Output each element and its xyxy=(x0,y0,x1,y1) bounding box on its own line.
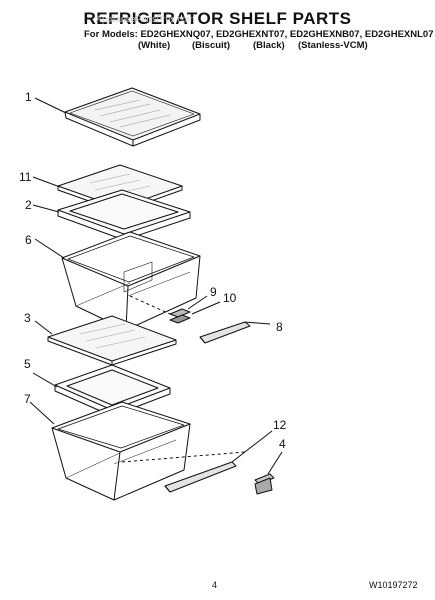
part-3-glass-insert xyxy=(47,315,177,366)
page-title: REFRIGERATOR SHELF PARTS xyxy=(83,9,352,28)
leader-1 xyxy=(34,97,67,114)
callout-8: 8 xyxy=(276,320,283,334)
leader-2 xyxy=(32,204,60,213)
finish-white: (White) xyxy=(138,40,171,51)
finish-stainless: (Stanless-VCM) xyxy=(298,40,368,51)
leader-3 xyxy=(34,320,53,335)
leader-11 xyxy=(32,176,61,188)
callout-11: 11 xyxy=(19,170,32,184)
finish-row: (White) (Biscuit) (Black) (Stanless-VCM) xyxy=(0,40,435,52)
part-8-rail xyxy=(199,321,251,344)
part-12-rail xyxy=(164,461,237,493)
page-number: 4 xyxy=(212,580,218,590)
dashed-guide-1 xyxy=(129,295,171,315)
part-9-10-clip xyxy=(169,308,191,324)
dashed-guide-2 xyxy=(121,451,246,463)
leader-6 xyxy=(34,238,65,259)
leader-5 xyxy=(32,372,58,388)
part-5-shelf-frame xyxy=(54,364,171,417)
callout-7: 7 xyxy=(24,392,31,406)
leader-8 xyxy=(243,321,271,325)
callout-9: 9 xyxy=(210,285,217,299)
callout-3: 3 xyxy=(24,311,31,325)
document-number: W10197272 xyxy=(369,580,418,590)
callout-4: 4 xyxy=(279,437,286,451)
leader-10 xyxy=(191,301,221,315)
part-6-crisper-drawer xyxy=(61,231,201,331)
callout-6: 6 xyxy=(25,233,32,247)
leader-7 xyxy=(29,401,55,425)
finish-black: (Black) xyxy=(253,40,285,51)
callout-10: 10 xyxy=(223,291,237,305)
leader-12 xyxy=(231,430,273,463)
callout-1: 1 xyxy=(25,90,32,104)
leader-9 xyxy=(187,295,208,310)
part-1-glass-shelf xyxy=(64,87,201,147)
models-line: For Models: ED2GHEXNQ07, ED2GHEXNT07, ED… xyxy=(84,29,434,40)
part-4-bracket xyxy=(254,473,275,495)
callout-5: 5 xyxy=(24,357,31,371)
leader-4 xyxy=(267,451,283,475)
callout-12: 12 xyxy=(273,418,287,432)
part-7-crisper-drawer xyxy=(51,401,191,501)
callout-2: 2 xyxy=(25,198,32,212)
finish-biscuit: (Biscuit) xyxy=(192,40,230,51)
